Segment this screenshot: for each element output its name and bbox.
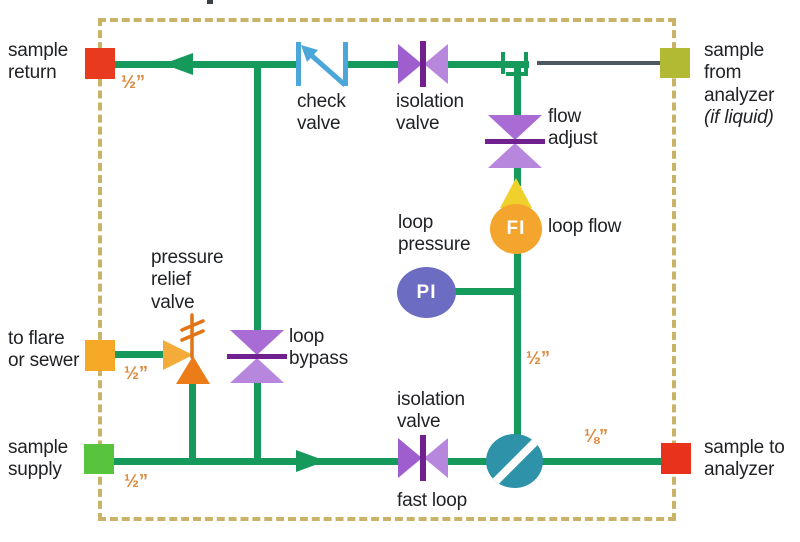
label-sample-to-analyzer: sample to analyzer (704, 437, 785, 481)
fitting-tick-2 (524, 52, 528, 74)
cropped-title-artifact (207, 0, 213, 4)
port-to-flare (85, 340, 115, 371)
label-loop-pressure: loop pressure (398, 212, 471, 256)
fast-loop-pump-icon (486, 434, 543, 488)
flow-arrow-left-icon (163, 53, 193, 75)
label-loop-bypass: loop bypass (289, 326, 349, 370)
pipe-loop-vertical-1 (514, 66, 521, 116)
relief-valve-spring-icon (180, 313, 205, 359)
port-sample-supply (84, 444, 114, 474)
label-sample-return: sample return (8, 40, 69, 84)
size-label-supply: ½” (124, 471, 149, 491)
sample-panel-boundary (98, 18, 676, 521)
port-sample-return (85, 48, 115, 79)
check-valve-diagonal (309, 53, 347, 87)
pump-stripe (486, 434, 543, 488)
size-label-loop: ½” (526, 348, 551, 368)
label-pressure-relief-valve: pressure relief valve (151, 247, 224, 313)
relief-valve-outlet-icon (176, 356, 210, 384)
isolation-valve-top-icon (398, 41, 448, 87)
pipe-top-right (447, 61, 529, 68)
check-valve-right-bar (343, 42, 348, 86)
size-label-to-analyzer: ⅛” (584, 426, 609, 446)
size-label-return: ½” (121, 72, 146, 92)
size-label-flare: ½” (124, 363, 149, 383)
pi-tag: PI (416, 281, 437, 303)
label-isolation-valve-top: isolation valve (396, 91, 464, 135)
rotameter-float-icon (500, 178, 532, 208)
label-sample-from-analyzer: sample from analyzer (if liquid) (704, 40, 775, 129)
pipe-top-mid (346, 61, 399, 68)
check-valve-left-bar (296, 42, 301, 86)
port-sample-from-analyzer (660, 48, 690, 78)
label-sample-supply: sample supply (8, 437, 69, 481)
pipe-supply-1 (114, 458, 399, 465)
pressure-indicator: PI (397, 267, 456, 318)
pipe-relief-drain (189, 379, 196, 462)
pipe-sample-return (114, 61, 300, 68)
pipe-pi-connector (455, 288, 517, 295)
fi-tag: FI (506, 218, 526, 239)
port-sample-to-analyzer (661, 443, 691, 474)
label-fast-loop: fast loop (397, 490, 468, 511)
pipe-loop-vertical-3 (514, 252, 521, 440)
label-loop-flow: loop flow (548, 216, 622, 237)
line-from-analyzer (537, 61, 661, 65)
flow-adjust-valve-icon (485, 115, 545, 168)
pipe-bypass-branch-lower (254, 382, 261, 462)
label-check-valve: check valve (297, 91, 346, 135)
flow-arrow-right-icon (296, 450, 326, 472)
fitting-tick-3 (506, 72, 528, 76)
check-valve-arrowhead (301, 45, 318, 62)
label-isolation-valve-bottom: isolation valve (397, 389, 465, 433)
flow-indicator: FI (490, 204, 542, 254)
pipe-loop-vertical-2 (514, 164, 521, 186)
label-flow-adjust: flow adjust (548, 106, 598, 150)
label-to-flare-or-sewer: to flare or sewer (8, 328, 80, 372)
loop-bypass-valve-icon (227, 330, 287, 383)
check-valve-icon (296, 42, 348, 87)
pipe-to-flare (114, 351, 163, 358)
fitting-tick-1 (501, 52, 505, 74)
pipe-supply-2 (447, 458, 488, 465)
isolation-valve-bottom-icon (398, 435, 448, 481)
pipe-bypass-branch-upper (254, 64, 261, 331)
pipe-supply-3 (541, 458, 662, 465)
